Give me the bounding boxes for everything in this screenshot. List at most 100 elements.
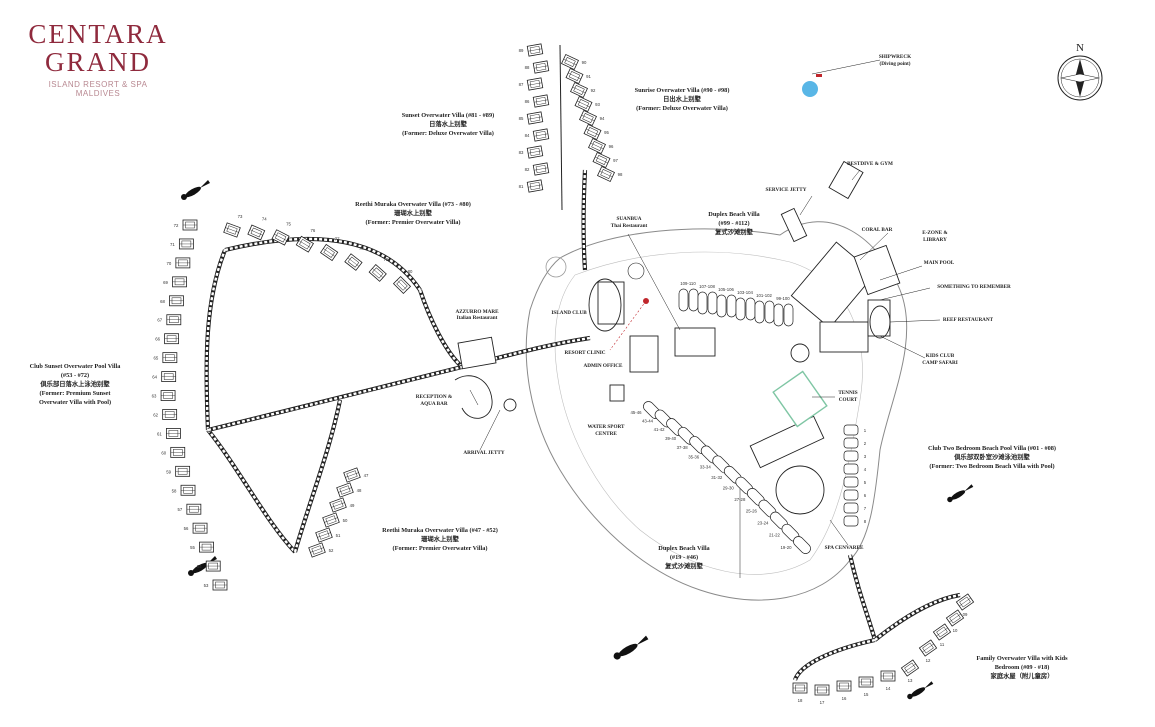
villa-number: 62 [153, 412, 158, 417]
tennis-court [772, 370, 828, 428]
villa-number: 75 [286, 221, 291, 226]
walkway-family-left [793, 637, 876, 681]
villa-club-sunset-69 [172, 276, 187, 288]
villa-club-two-3 [843, 450, 859, 462]
villa-number: 59 [166, 469, 171, 474]
villa-club-two-5 [843, 476, 859, 488]
walkway-main [207, 362, 471, 433]
label-tennis: TENNIS [838, 390, 857, 396]
villa-sunset-86 [532, 94, 550, 108]
villa-number: 21-22 [769, 533, 781, 538]
villa-number: 95 [604, 130, 609, 135]
diver-head [188, 570, 194, 576]
label-family: Bedroom (#09 - #18) [995, 664, 1050, 671]
walkway-club-sunset-lower-planks [207, 429, 296, 553]
walkway-family-right-planks [874, 593, 961, 641]
shipwreck-line [811, 59, 881, 75]
label-duplex-bottom: (#19 - #46) [670, 554, 698, 561]
walkway-main-planks [207, 363, 471, 432]
villa-number: 1 [864, 428, 867, 433]
duplex-villa [726, 294, 737, 318]
villa-sunrise-95 [583, 123, 602, 141]
diver-fin [964, 484, 974, 492]
villa-sunset-87 [526, 77, 544, 91]
logo-line-grand: GRAND [44, 47, 151, 77]
villa-number: 49 [350, 503, 355, 508]
label-duplex-top: Duplex Beach Villa [708, 211, 760, 218]
logo-line-maldives: MALDIVES [75, 89, 121, 98]
label-club-sunset: 俱乐部日落水上泳池别墅 [39, 379, 110, 388]
label-duplex-bottom: Duplex Beach Villa [658, 545, 710, 552]
label-coral-bar: CORAL BAR [862, 227, 893, 233]
villa-club-sunset-72 [182, 219, 198, 231]
villa-number: 45-46 [631, 410, 643, 415]
diver-icon [907, 681, 934, 700]
walkway-family-right [873, 592, 961, 642]
building-spa-block [749, 415, 825, 469]
villa-number: 18 [798, 698, 803, 703]
walkway-reethi-bottom [292, 399, 343, 553]
diver-head [181, 194, 187, 200]
compass-north-label: N [1076, 42, 1084, 54]
villa-sunset-84 [532, 128, 550, 142]
villa-club-sunset-70 [175, 257, 191, 269]
villa-number: 41-42 [654, 427, 666, 432]
villa-number: 98 [618, 172, 623, 177]
villa-ridge [528, 82, 542, 86]
diver-fin [924, 681, 934, 689]
label-reethi-top: Reethi Muraka Overwater Villa (#73 - #80… [355, 201, 471, 208]
leader-main-pool [879, 265, 923, 281]
villa-ridge [528, 184, 542, 188]
label-spa: SPA CENVAREE [825, 545, 864, 551]
walkway-club-sunset-lower [206, 428, 297, 554]
shipwreck-title: SHIPWRECK [879, 54, 911, 60]
diver-head [947, 496, 953, 503]
villa-club-sunset-54 [205, 560, 221, 572]
villa-number: 48 [357, 488, 362, 493]
walkway-sunrise-stem-planks [582, 169, 587, 271]
villa-number: 54 [197, 564, 202, 569]
label-suanbua: Thai Restaurant [611, 223, 648, 229]
villa-number: 4 [864, 467, 867, 472]
diver-body [185, 186, 201, 198]
duplex-villa [735, 297, 746, 321]
villa-club-two-7 [843, 502, 859, 514]
villa-family-09 [955, 593, 975, 611]
walkway-club-sunset-upper [204, 249, 227, 431]
villa-sunrise-93 [574, 95, 593, 113]
label-tennis: COURT [839, 397, 858, 403]
diver-fin [636, 635, 649, 646]
label-azzurro: Italian Restaurant [457, 315, 498, 321]
villa-number: 61 [157, 431, 162, 436]
villa-sunrise-98 [597, 165, 615, 183]
villa-ridge [590, 142, 604, 150]
villa-number: 94 [600, 116, 605, 121]
villa-number: 51 [336, 533, 341, 538]
building-water-sport [609, 384, 625, 402]
villa-family-12 [918, 639, 938, 657]
villa-sunrise-96 [588, 137, 606, 155]
label-main-pool: MAIN POOL [924, 260, 955, 266]
villa-family-13 [900, 659, 920, 677]
villa-ridge [534, 167, 548, 171]
duplex-villa [773, 303, 784, 327]
label-sunrise-villa: (Former: Deluxe Overwater Villa) [636, 105, 728, 112]
label-duplex-top: 复式沙滩别墅 [714, 227, 753, 236]
label-ezone: LIBRARY [923, 237, 947, 243]
walkway-reethi-bottom-edge [292, 399, 343, 553]
villa-number: 39-40 [665, 436, 677, 441]
villa-reethi-49 [329, 497, 347, 513]
label-sunrise-villa: Sunrise Overwater Villa (#90 - #98) [635, 87, 730, 94]
villa-club-sunset-63 [160, 390, 176, 401]
leader-suanbua [627, 233, 681, 331]
label-bestdive: BESTDIVE & GYM [847, 161, 893, 167]
villa-number: 11 [940, 642, 945, 647]
villa-ridge [345, 472, 359, 478]
villa-number: 67 [157, 318, 162, 323]
villa-sunset-83 [526, 145, 544, 159]
reception-deck [454, 375, 493, 419]
walkway-club-sunset-upper-edge [204, 249, 227, 431]
villa-reethi-77 [319, 243, 339, 262]
label-suanbua: SUANBUA [616, 216, 641, 222]
building-reef [819, 321, 869, 353]
